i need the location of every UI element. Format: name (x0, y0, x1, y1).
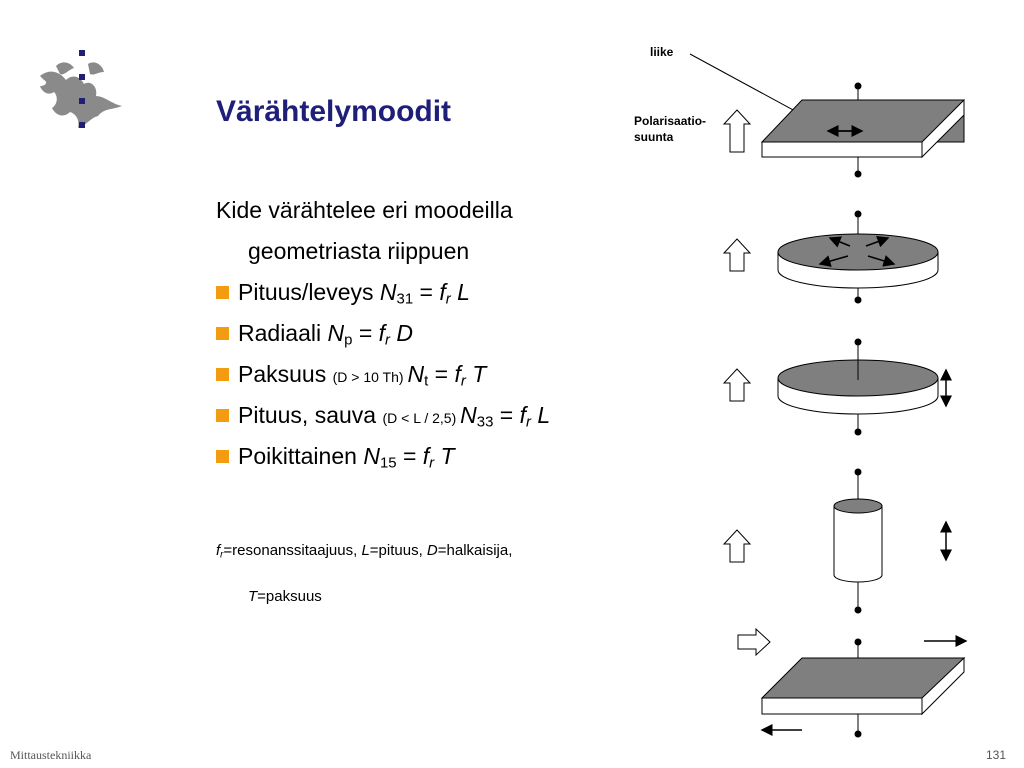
bullet-item: Pituus, sauva (D < L / 2,5) N33 = fr L (216, 395, 656, 436)
bullet-note: (D < L / 2,5) (382, 410, 461, 426)
freq-subscript: r (429, 454, 435, 472)
equals: = (413, 279, 440, 305)
polarization-up-arrow-icon (722, 238, 752, 272)
university-logo-icon (40, 50, 122, 128)
symbol-subscript: p (344, 331, 353, 349)
mode-rod-length (833, 468, 952, 614)
legend-D: D (426, 542, 438, 559)
motion-label: liike (650, 45, 674, 59)
symbol: N (363, 443, 380, 469)
equals: = (396, 443, 423, 469)
bullet-note: (D > 10 Th) (332, 369, 408, 385)
dimension: L (450, 279, 470, 305)
symbol-subscript: 15 (379, 454, 397, 472)
freq-symbol: f (422, 443, 430, 469)
polarization-up-arrow-icon (722, 529, 752, 563)
legend-f-sub: r (220, 549, 224, 561)
mode-plate-shear (760, 635, 968, 738)
vibration-modes-diagram: liike Polarisaatio- suunta (634, 45, 968, 738)
page-number: 131 (985, 748, 1006, 762)
intro-line-2: geometriasta riippuen (248, 238, 470, 264)
bullet-marker-icon (216, 409, 229, 422)
mode-disc-thickness (777, 338, 952, 436)
freq-symbol: f (378, 320, 386, 346)
bullet-marker-icon (216, 368, 229, 381)
freq-symbol: f (519, 402, 527, 428)
intro-line-1: Kide värähtelee eri moodeilla (216, 197, 513, 223)
freq-symbol: f (454, 361, 461, 387)
bullet-marker-icon (216, 450, 229, 463)
dimension: D (390, 320, 414, 346)
slide-body: Kide värähtelee eri moodeilla geometrias… (216, 190, 656, 477)
bullet-label: Pituus/leveys (238, 279, 380, 305)
dimension: T (434, 443, 455, 469)
polarization-label-1: Polarisaatio- (634, 114, 706, 128)
symbol: N (327, 320, 345, 346)
mode-plate-length-width (760, 82, 965, 178)
freq-subscript: r (460, 372, 466, 390)
symbol-subscript: 31 (396, 290, 414, 308)
equals: = (428, 361, 455, 387)
footer-course-name: Mittaustekniikka (10, 748, 92, 762)
bullet-label: Radiaali (238, 320, 328, 346)
legend-T: T (248, 588, 258, 605)
polarization-up-arrow-icon (722, 368, 752, 402)
freq-symbol: f (439, 279, 446, 305)
legend-line-1: fr=resonanssitaajuus, L=pituus, D=halkai… (216, 542, 512, 560)
logo-dots (79, 50, 85, 128)
polarization-right-arrow-icon (737, 627, 771, 657)
polarization-label-2: suunta (634, 130, 674, 144)
bullet-item: Pituus/leveys N31 = fr L (216, 272, 656, 313)
bullet-item: Paksuus (D > 10 Th) Nt = fr T (216, 354, 656, 395)
bullet-label: Pituus, sauva (238, 402, 383, 428)
dimension: T (465, 361, 487, 387)
freq-subscript: r (385, 331, 391, 349)
polarization-up-arrow-icon (722, 109, 752, 153)
page-title: Värähtelymoodit (216, 95, 452, 128)
symbol: N (460, 402, 477, 428)
symbol: N (379, 279, 397, 305)
bullet-item: Poikittainen N15 = fr T (216, 436, 656, 477)
legend-line-2: T=paksuus (248, 588, 322, 605)
legend-L: L (361, 542, 370, 559)
legend-L-text: =pituus, (369, 542, 427, 559)
bullet-label: Poikittainen (238, 443, 364, 469)
bullet-marker-icon (216, 286, 229, 299)
legend-f-text: =resonanssitaajuus, (223, 542, 362, 559)
dimension: L (531, 402, 551, 428)
bullet-marker-icon (216, 327, 229, 340)
equals: = (352, 320, 379, 346)
freq-subscript: r (445, 290, 451, 308)
bullet-item: Radiaali Np = fr D (216, 313, 656, 354)
legend-f: f (216, 542, 221, 559)
legend-D-text: =halkaisija, (437, 542, 513, 559)
symbol: N (407, 361, 425, 387)
freq-subscript: r (526, 413, 531, 431)
mode-disc-radial (777, 210, 939, 304)
equals: = (493, 402, 520, 428)
legend-T-text: =paksuus (257, 588, 322, 605)
symbol-subscript: t (424, 372, 429, 390)
symbol-subscript: 33 (476, 413, 494, 431)
bullet-label: Paksuus (238, 361, 333, 387)
